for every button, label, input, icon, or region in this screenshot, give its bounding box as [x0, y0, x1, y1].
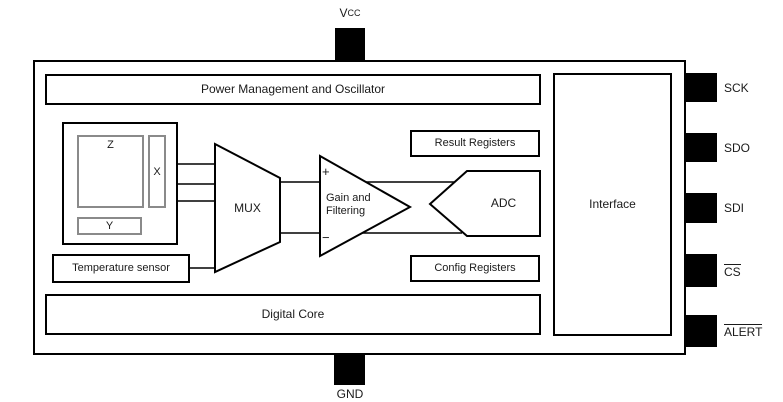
- pin-alert: [686, 315, 717, 347]
- amp-plus-sign: +: [322, 164, 330, 179]
- amp-minus-sign: −: [322, 230, 330, 245]
- gain-amp-shape: [319, 154, 413, 258]
- sensor-z-element: [77, 135, 144, 208]
- mux-label: MUX: [234, 201, 261, 215]
- pin-sdi-label: SDI: [724, 201, 745, 215]
- temperature-sensor-block: Temperature sensor: [52, 254, 190, 283]
- pin-sdo-label: SDO: [724, 140, 751, 155]
- result-registers-block: Result Registers: [410, 130, 540, 157]
- config-registers-block: Config Registers: [410, 255, 540, 282]
- pin-gnd-label: GND: [336, 386, 364, 401]
- digital-core-block: Digital Core: [45, 294, 541, 335]
- pin-cs-label: CS: [724, 254, 782, 287]
- interface-block: Interface: [553, 73, 672, 336]
- sensor-y-label: Y: [105, 220, 114, 232]
- sensor-x-element: [148, 135, 166, 208]
- adc-label: ADC: [490, 196, 517, 210]
- pin-cs: [686, 254, 717, 287]
- sensor-cluster-block: [62, 122, 178, 245]
- pin-alert-text: ALERT: [724, 324, 763, 339]
- sensor-x-label: X: [153, 165, 161, 178]
- pin-sdo: [686, 133, 717, 162]
- mux-shape: [214, 142, 281, 274]
- sensor-y-element: [77, 217, 142, 235]
- pin-alert-label: ALERT: [724, 315, 782, 347]
- pin-sck: [686, 73, 717, 102]
- power-management-block: Power Management and Oscillator: [45, 74, 541, 105]
- adc-shape: [428, 170, 541, 237]
- pin-cs-text: CS: [724, 263, 741, 279]
- pin-gnd: [334, 354, 365, 385]
- vcc-sub: CC: [347, 8, 361, 18]
- vcc-base: V: [339, 6, 348, 20]
- gain-filtering-label: Gain and Filtering: [326, 192, 371, 217]
- pin-sck-label: SCK: [724, 80, 749, 95]
- pin-vcc: [335, 28, 365, 61]
- pin-sdi: [686, 193, 717, 223]
- sensor-z-label: Z: [107, 139, 114, 151]
